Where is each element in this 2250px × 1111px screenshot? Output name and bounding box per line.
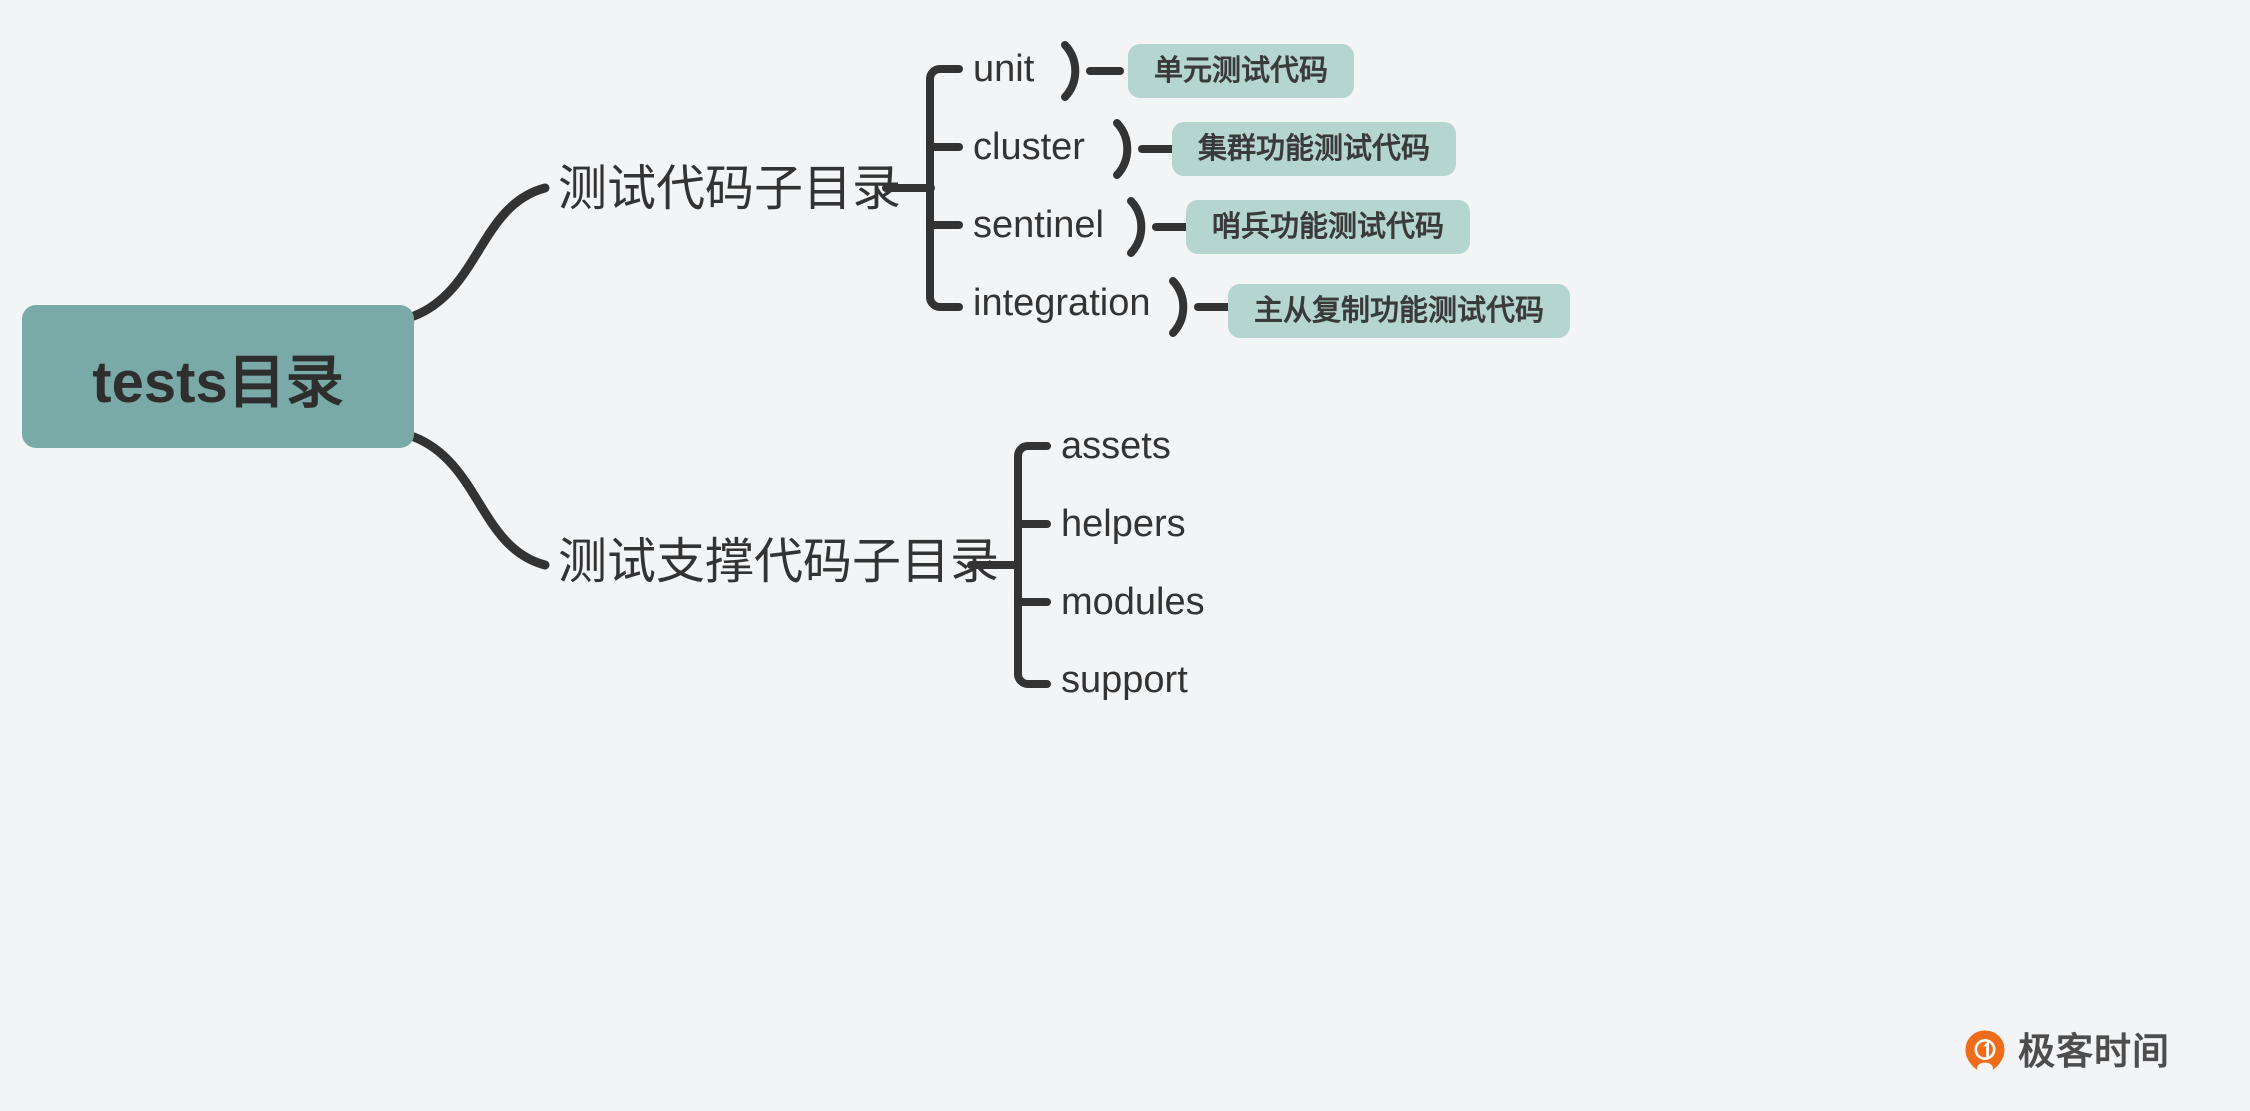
sub-label-helpers[interactable]: helpers bbox=[1061, 503, 1186, 545]
detail-box-unit[interactable]: 单元测试代码 bbox=[1128, 44, 1355, 98]
detail-box-integration-label: 主从复制功能测试代码 bbox=[1254, 294, 1545, 327]
geektime-logo-icon bbox=[1965, 1030, 2005, 1070]
connector-root-to-branch-0 bbox=[409, 183, 550, 321]
detail-box-integration[interactable]: 主从复制功能测试代码 bbox=[1228, 284, 1571, 338]
sub-label-unit[interactable]: unit bbox=[973, 48, 1035, 90]
watermark-brand-text: 极客时间 bbox=[2018, 1030, 2170, 1072]
sub-label-integration[interactable]: integration bbox=[973, 282, 1151, 324]
arc-connector-sentinel bbox=[1127, 197, 1146, 257]
sub-label-assets[interactable]: assets bbox=[1061, 425, 1171, 467]
connector-root-to-branch-1 bbox=[409, 432, 550, 570]
watermark-logo: 极客时间 bbox=[1963, 1029, 2170, 1073]
branch-label-test-support[interactable]: 测试支撑代码子目录 bbox=[558, 535, 1000, 589]
detail-box-cluster-label: 集群功能测试代码 bbox=[1198, 132, 1431, 165]
arc-connector-cluster bbox=[1113, 119, 1132, 179]
detail-box-sentinel-label: 哨兵功能测试代码 bbox=[1212, 210, 1445, 243]
sub-label-modules[interactable]: modules bbox=[1061, 581, 1205, 623]
branch-label-test-code[interactable]: 测试代码子目录 bbox=[558, 162, 902, 216]
bracket-branch-1 bbox=[1014, 442, 1051, 688]
sub-label-support[interactable]: support bbox=[1061, 659, 1188, 701]
detail-box-cluster[interactable]: 集群功能测试代码 bbox=[1172, 122, 1457, 176]
detail-box-sentinel[interactable]: 哨兵功能测试代码 bbox=[1186, 200, 1471, 254]
detail-box-unit-label: 单元测试代码 bbox=[1154, 54, 1329, 87]
arc-connector-unit bbox=[1061, 41, 1080, 101]
arc-connector-integration bbox=[1169, 277, 1188, 337]
root-node-label: tests目录 bbox=[92, 349, 344, 415]
sub-label-cluster[interactable]: cluster bbox=[973, 126, 1085, 168]
bracket-branch-0 bbox=[926, 65, 963, 311]
root-node[interactable]: tests目录 bbox=[22, 305, 414, 448]
sub-label-sentinel[interactable]: sentinel bbox=[973, 204, 1104, 246]
